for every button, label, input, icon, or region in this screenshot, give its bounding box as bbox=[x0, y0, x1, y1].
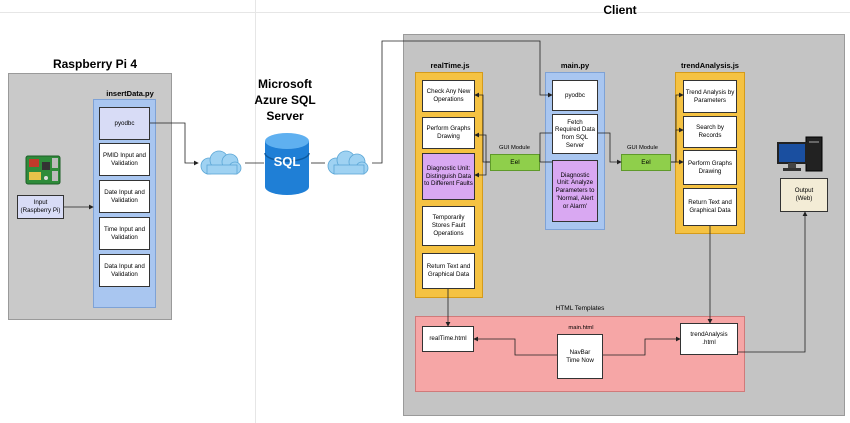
main-item-pyodbc: pyodbc bbox=[552, 80, 598, 111]
raspberry-pi-board-icon bbox=[24, 152, 62, 188]
client-title: Client bbox=[603, 3, 637, 17]
output-web-box: Output (Web) bbox=[780, 178, 828, 212]
grid-line-vertical bbox=[255, 0, 256, 423]
computer-icon bbox=[776, 135, 828, 175]
grid-line-horizontal bbox=[0, 12, 850, 13]
sql-db-label: SQL bbox=[273, 154, 301, 169]
eel-module-left: Eel bbox=[490, 154, 540, 171]
gui-module-caption-left: GUI Module bbox=[499, 145, 530, 151]
trend-title: trendAnalysis.js bbox=[681, 61, 739, 70]
cloud-icon-right bbox=[324, 149, 372, 177]
trend-item-graphs: Perform Graphs Drawing bbox=[683, 150, 737, 185]
insertdata-item-time: Time Input and Validation bbox=[99, 217, 150, 250]
raspberry-title: Raspberry Pi 4 bbox=[52, 57, 138, 71]
realtime-item-check: Check Any New Operations bbox=[422, 80, 475, 112]
main-html-title: main.html bbox=[568, 325, 594, 331]
raspberry-input-box: Input (Raspberry Pi) bbox=[17, 195, 64, 219]
insertdata-item-data: Data Input and Validation bbox=[99, 254, 150, 287]
sql-database-icon bbox=[263, 131, 311, 197]
azure-title: Microsoft Azure SQL Server bbox=[254, 77, 316, 124]
insertdata-item-date: Date Input and Validation bbox=[99, 180, 150, 213]
realtime-item-graphs: Perform Graphs Drawing bbox=[422, 117, 475, 149]
insertdata-item-pmid: PMID Input and Validation bbox=[99, 143, 150, 176]
insertdata-item-pyodbc: pyodbc bbox=[99, 107, 150, 140]
main-title: main.py bbox=[560, 61, 590, 70]
trend-item-parameters: Trend Analysis by Parameters bbox=[683, 80, 737, 113]
realtime-title: realTime.js bbox=[430, 61, 470, 70]
trend-item-return: Return Text and Graphical Data bbox=[683, 188, 737, 226]
realtime-item-store: Temporarily Stores Fault Operations bbox=[422, 206, 475, 246]
main-item-diagnostic: Diagnostic Unit: Analyze Parameters to '… bbox=[552, 160, 598, 222]
main-html-box: NavBar Time Now bbox=[557, 334, 603, 379]
cloud-icon-left bbox=[197, 149, 245, 177]
insertdata-title: insertData.py bbox=[106, 89, 154, 98]
trend-item-search: Search by Records bbox=[683, 116, 737, 148]
templates-title: HTML Templates bbox=[555, 305, 605, 312]
trend-html-box: trendAnalysis .html bbox=[680, 323, 738, 355]
main-item-fetch: Fetch Required Data from SQL Server bbox=[552, 114, 598, 154]
gui-module-caption-right: GUI Module bbox=[627, 145, 658, 151]
realtime-item-return: Return Text and Graphical Data bbox=[422, 253, 475, 289]
